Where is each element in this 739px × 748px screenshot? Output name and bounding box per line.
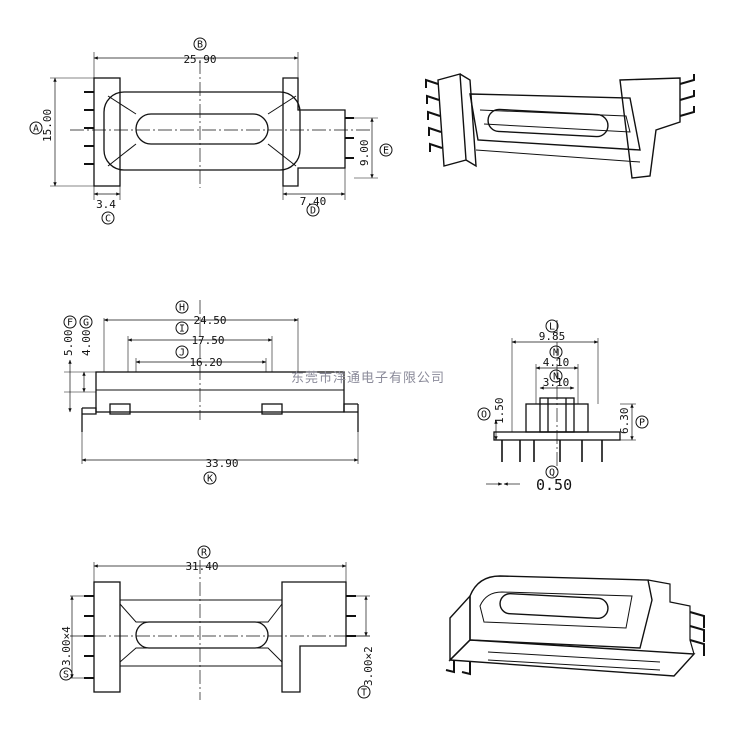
tag-Q: Q (549, 468, 555, 479)
tag-J: J (179, 348, 185, 359)
tag-H: H (179, 303, 185, 314)
dim-H-value: 24.50 (193, 314, 226, 327)
tag-D: D (310, 206, 316, 217)
iso-top-pins-right (679, 74, 695, 117)
tag-A: A (33, 124, 39, 135)
bottom-left-pins (84, 595, 94, 679)
tag-M: M (553, 348, 559, 359)
dim-L-value: 9.85 (539, 330, 566, 343)
dim-T-value: 3.00×2 (362, 646, 375, 686)
dim-E-value: 9.00 (358, 140, 371, 167)
end-view-labels: L 9.85 M 4.10 N 3.10 O 1.50 6.30 P Q 0.5… (477, 319, 649, 494)
side-view-labels: H 24.50 I 17.50 J 16.20 F 5.00 G 4.00 33… (62, 300, 239, 485)
dim-C-value: 3.4 (96, 198, 116, 211)
bottom-center-slot (135, 621, 269, 649)
iso2-pins (445, 611, 705, 676)
dim-B-value: 25.90 (183, 53, 216, 66)
iso-view-bottom (445, 575, 705, 677)
tag-L: L (549, 322, 555, 333)
tag-K: K (207, 474, 213, 485)
dim-G-value: 4.00 (80, 330, 93, 357)
top-center-slot (135, 113, 269, 145)
bottom-view-labels: R 31.40 S 3.00×4 T 3.00×2 (59, 545, 375, 699)
end-view (486, 320, 636, 486)
dim-D-value: 7.40 (300, 195, 327, 208)
top-view-labels: B 25.90 A 15.00 3.4 C 7.40 D 9.00 E (29, 37, 393, 225)
tag-C: C (105, 214, 111, 225)
tag-P: P (639, 418, 645, 429)
end-pins (501, 440, 603, 462)
iso2-slot (499, 592, 609, 620)
iso-view-top (425, 73, 695, 179)
company-watermark: 东莞市洋通电子有限公司 (291, 370, 445, 386)
dim-J-value: 16.20 (189, 356, 222, 369)
iso-body (469, 93, 641, 151)
bottom-right-flange (281, 581, 347, 693)
tag-O: O (481, 410, 487, 421)
dim-P-value: 6.30 (618, 408, 631, 435)
tag-F: F (67, 318, 73, 329)
iso-top-pins-left (425, 78, 443, 152)
bottom-right-pins (346, 595, 356, 637)
dim-N-value: 3.10 (543, 376, 570, 389)
top-winding-body (103, 91, 301, 171)
tag-T: T (361, 688, 367, 699)
dim-A-value: 15.00 (41, 109, 54, 142)
dim-S-value: 3.00×4 (60, 626, 73, 666)
tag-R: R (201, 548, 208, 559)
top-view (50, 52, 378, 200)
tag-G: G (83, 318, 89, 329)
top-right-pins (345, 117, 354, 159)
iso-left-flange (437, 73, 467, 167)
dim-R-value: 31.40 (185, 560, 218, 573)
dim-M-value: 4.10 (543, 356, 570, 369)
iso-right-flange (619, 77, 681, 179)
tag-N: N (553, 372, 559, 383)
dim-O-value: 1.50 (493, 398, 506, 425)
tag-E: E (383, 146, 389, 157)
top-left-flange (93, 77, 121, 187)
bottom-left-flange (93, 581, 121, 693)
tag-I: I (179, 324, 185, 335)
tag-B: B (197, 40, 203, 51)
side-view (64, 300, 359, 464)
dim-Q-value: 0.50 (536, 476, 572, 494)
dim-I-value: 17.50 (191, 334, 224, 347)
iso2-body (469, 575, 653, 649)
dim-K-value: 33.90 (205, 457, 238, 470)
dim-F-value: 5.00 (62, 330, 75, 357)
tag-S: S (63, 670, 69, 681)
top-right-flange (282, 77, 346, 187)
top-left-pins (84, 91, 94, 165)
bottom-view (70, 560, 370, 700)
iso-slot (487, 108, 609, 138)
